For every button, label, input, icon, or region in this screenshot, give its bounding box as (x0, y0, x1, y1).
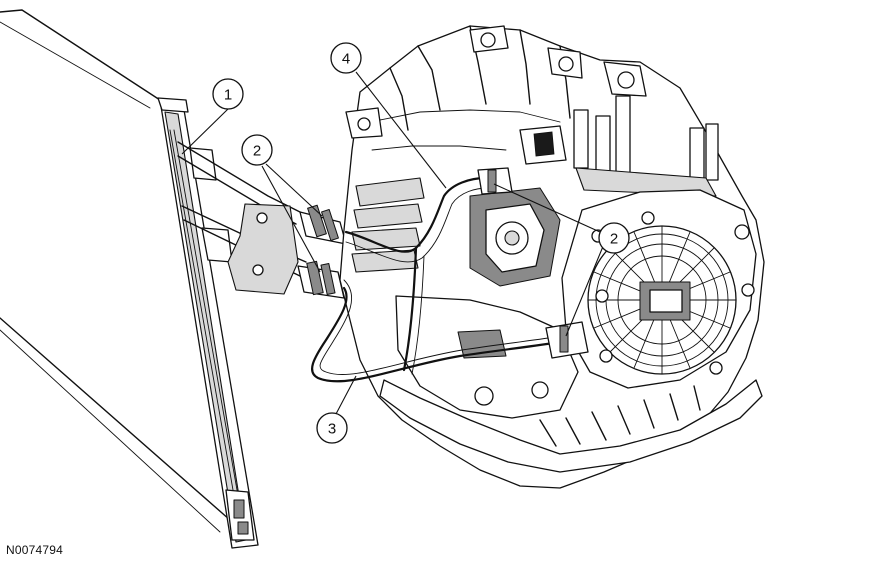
callout-3: 3 (316, 375, 357, 444)
radiator-fins (169, 129, 245, 531)
cooler-tubes (177, 141, 307, 295)
callout-1-label: 1 (224, 87, 232, 104)
transmission-case (339, 25, 765, 489)
callout-4-label: 4 (342, 51, 350, 68)
callout-4: 4 (330, 42, 447, 189)
cooler-line-inlet (344, 167, 513, 375)
callout-2-left-label: 2 (253, 143, 261, 160)
cooler-line-outlet (310, 279, 589, 383)
oil-pan-ribs (539, 385, 701, 447)
callout-1: 1 (181, 78, 244, 155)
figure-reference-number: N0074794 (6, 543, 63, 557)
quick-connect-fittings-left (297, 204, 347, 299)
callout-2-right: 2 (493, 183, 630, 337)
callout-2-right-label: 2 (610, 231, 618, 248)
housing-fins (351, 177, 425, 273)
radiator-panel (0, 9, 259, 549)
callout-3-label: 3 (328, 421, 336, 438)
callout-2-left: 2 (241, 134, 323, 273)
